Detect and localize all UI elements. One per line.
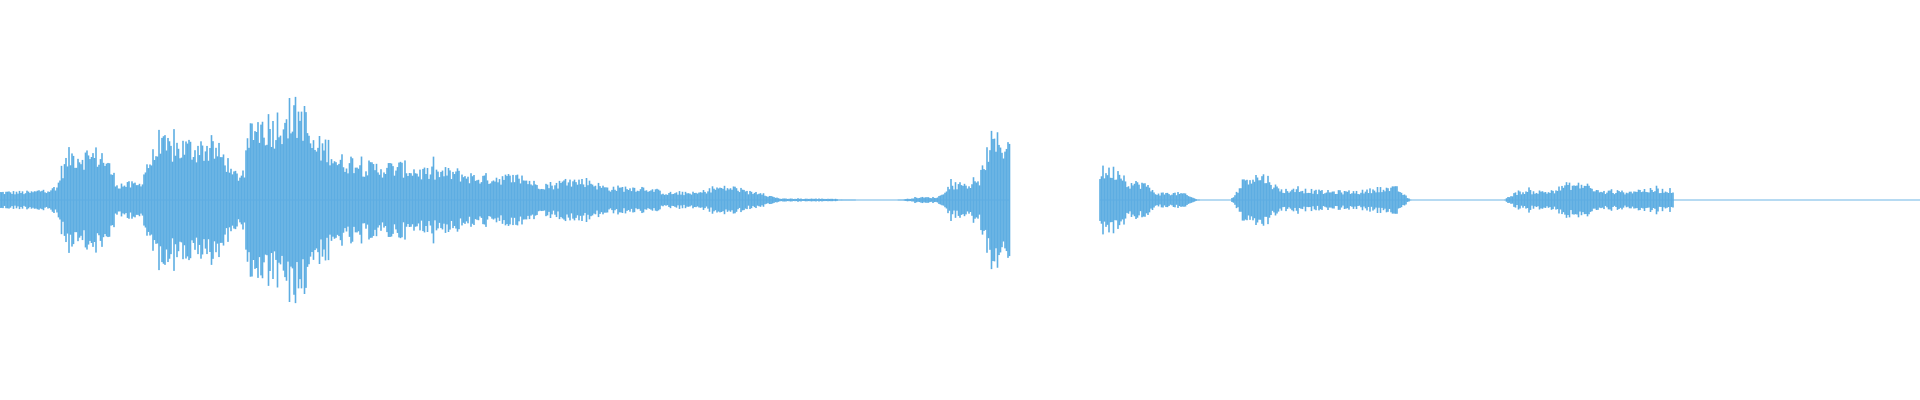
waveform-b-group (1099, 165, 1920, 235)
waveform-a-group (0, 96, 1011, 304)
